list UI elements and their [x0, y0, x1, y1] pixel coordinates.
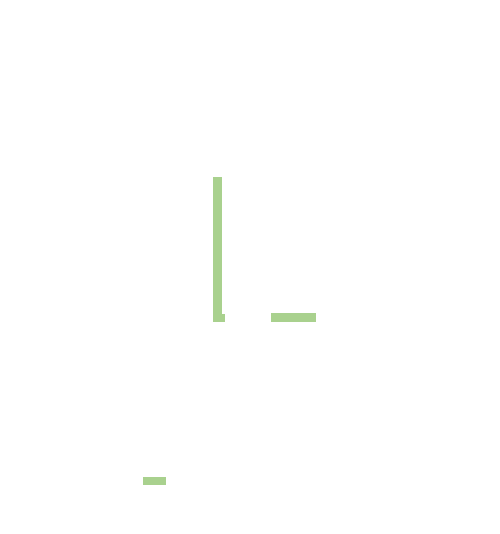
vertical-stroke: [213, 177, 222, 322]
vertical-stroke-foot: [213, 314, 225, 322]
horizontal-stroke: [271, 313, 316, 322]
short-dash-stroke: [143, 477, 166, 485]
